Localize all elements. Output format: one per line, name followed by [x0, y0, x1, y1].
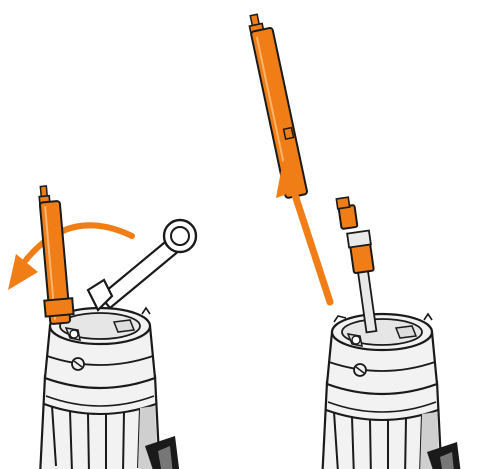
left-panel	[8, 185, 196, 469]
tool-head-left	[40, 308, 180, 469]
extension-rod-right	[247, 12, 307, 199]
tool-head-right	[322, 314, 462, 469]
extension-rod-left	[34, 185, 74, 325]
curved-counterclockwise-arrow-icon	[8, 225, 132, 290]
ring-spanner	[88, 220, 196, 310]
right-panel	[247, 12, 462, 469]
drive-shaft-right	[336, 197, 376, 332]
